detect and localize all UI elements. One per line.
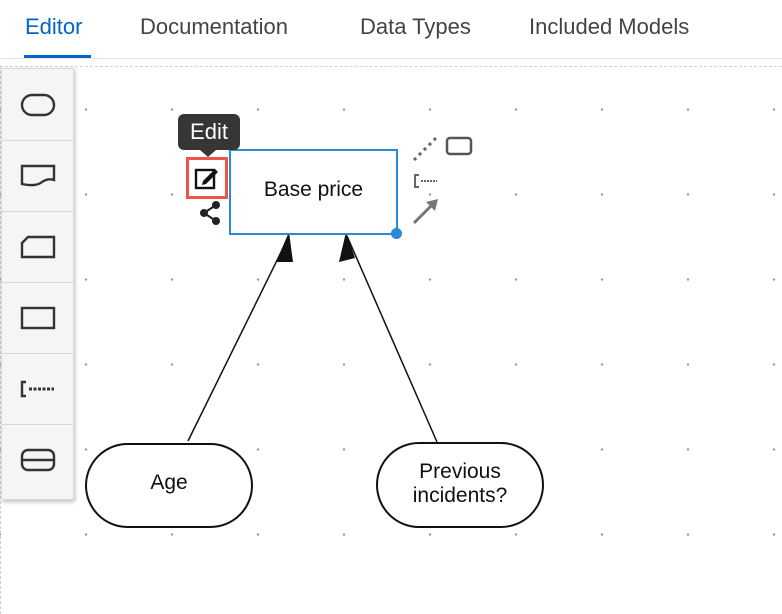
palette <box>1 68 74 500</box>
decision-node-base-price[interactable] <box>229 149 398 235</box>
tooltip-arrow <box>200 150 216 157</box>
tab-included-models[interactable]: Included Models <box>529 14 690 39</box>
resize-handle[interactable] <box>391 228 402 239</box>
edit-tooltip: Edit <box>178 114 240 150</box>
palette-item-decision[interactable] <box>2 282 73 354</box>
requirement-edge-previous-incidents[interactable] <box>346 235 438 443</box>
canvas-divider <box>0 66 782 67</box>
decision-label: Base price <box>263 178 364 201</box>
arrowhead-age <box>276 232 293 262</box>
input-label-age: Age <box>150 471 188 494</box>
arrowhead-previous-incidents <box>339 232 355 262</box>
palette-item-bkm[interactable] <box>2 424 73 495</box>
input-label-previous-incidents: Previous incidents? <box>377 460 543 508</box>
text-annotation-icon <box>20 380 54 397</box>
input-label-line2: incidents? <box>412 484 508 507</box>
tab-editor[interactable]: Editor <box>25 14 83 39</box>
requirement-edge-age[interactable] <box>187 235 290 442</box>
tab-bar: Editor Documentation Data Types Included… <box>0 0 782 59</box>
append-annotation-icon[interactable] <box>414 174 437 188</box>
tab-data-types[interactable]: Data Types <box>360 14 471 39</box>
append-decision-icon[interactable] <box>445 136 473 156</box>
tab-documentation[interactable]: Documentation <box>140 14 288 39</box>
palette-item-start-node[interactable] <box>2 69 73 141</box>
active-tab-indicator <box>24 55 91 58</box>
palette-item-text-annotation[interactable] <box>2 353 73 425</box>
input-data-node-previous-incidents[interactable] <box>376 442 544 528</box>
edit-icon <box>194 168 218 190</box>
palette-item-knowledge-source[interactable] <box>2 211 73 283</box>
append-connector-arrow-icon[interactable] <box>412 199 438 225</box>
share-icon[interactable] <box>200 201 220 225</box>
decision-icon <box>20 306 55 329</box>
edit-button[interactable] <box>186 157 228 199</box>
canvas-left-border <box>0 66 1 614</box>
knowledge-source-icon <box>20 235 55 258</box>
connector-dashed-icon[interactable] <box>412 136 438 162</box>
input-data-icon <box>20 164 55 186</box>
input-label-line1: Previous <box>419 460 501 483</box>
bkm-icon <box>20 448 55 471</box>
input-data-node-age[interactable] <box>85 443 253 528</box>
start-node-icon <box>20 93 55 116</box>
palette-item-input-data[interactable] <box>2 140 73 212</box>
